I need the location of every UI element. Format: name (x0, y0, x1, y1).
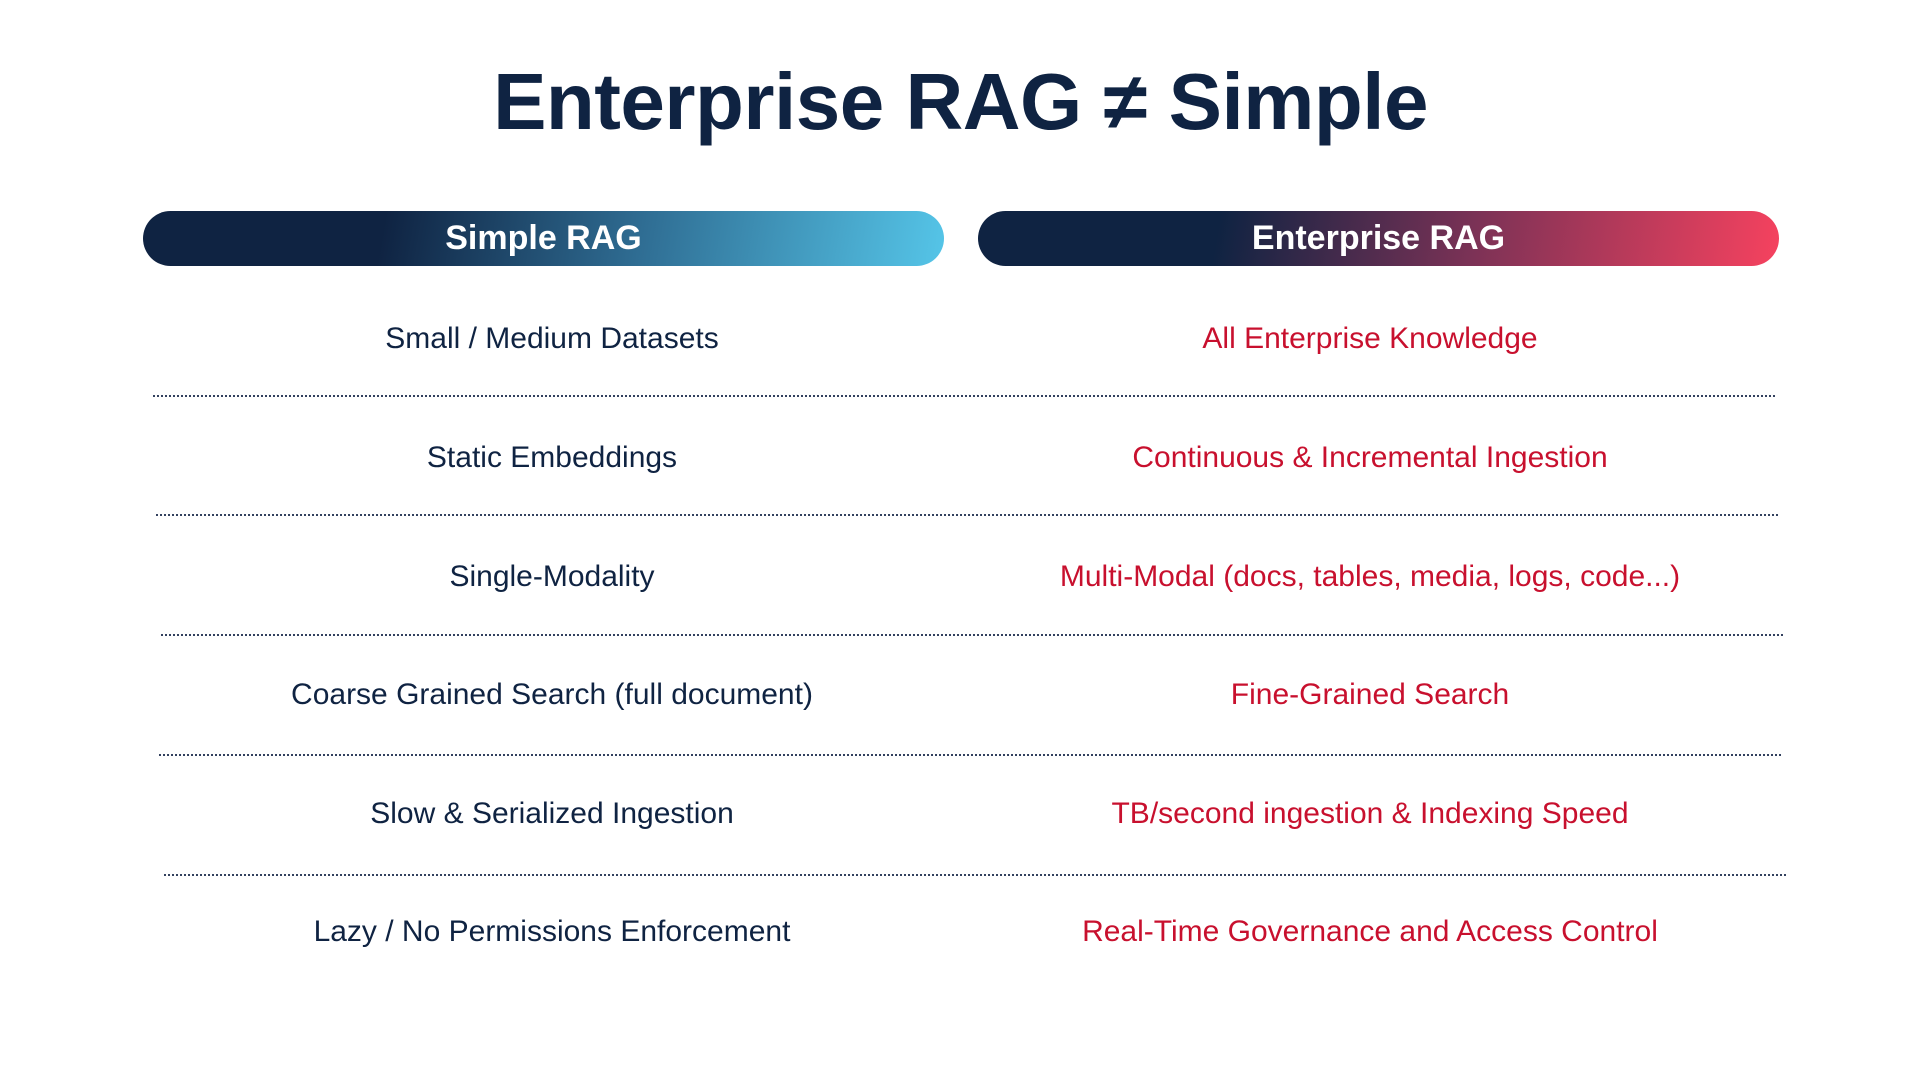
enterprise-rag-item: All Enterprise Knowledge (1202, 322, 1538, 355)
comparison-row: Static Embeddings Continuous & Increment… (143, 428, 1779, 488)
enterprise-rag-item: Continuous & Incremental Ingestion (1132, 441, 1608, 474)
simple-rag-item: Single-Modality (449, 560, 655, 593)
enterprise-rag-item: Multi-Modal (docs, tables, media, logs, … (1059, 560, 1681, 593)
enterprise-rag-item: Fine-Grained Search (1230, 678, 1510, 711)
comparison-row: Small / Medium Datasets All Enterprise K… (143, 309, 1779, 369)
page-title: Enterprise RAG ≠ Simple (493, 57, 1428, 146)
simple-rag-item: Slow & Serialized Ingestion (370, 797, 734, 830)
enterprise-rag-item: Real-Time Governance and Access Control (1082, 915, 1658, 948)
simple-rag-item: Static Embeddings (426, 441, 678, 474)
comparison-row: Slow & Serialized Ingestion TB/second in… (143, 784, 1779, 844)
row-divider (153, 395, 1775, 397)
row-divider (161, 634, 1783, 636)
row-divider (156, 514, 1778, 516)
row-divider (159, 754, 1781, 756)
simple-rag-item: Small / Medium Datasets (385, 322, 719, 355)
comparison-row: Coarse Grained Search (full document) Fi… (143, 665, 1779, 725)
simple-rag-header: Simple RAG (143, 211, 944, 266)
enterprise-rag-item: TB/second ingestion & Indexing Speed (1111, 797, 1629, 830)
row-divider (164, 874, 1786, 876)
enterprise-rag-header: Enterprise RAG (978, 211, 1779, 266)
comparison-row: Lazy / No Permissions Enforcement Real-T… (143, 902, 1779, 962)
simple-rag-item: Coarse Grained Search (full document) (291, 678, 813, 711)
comparison-row: Single-Modality Multi-Modal (docs, table… (143, 547, 1779, 607)
simple-rag-item: Lazy / No Permissions Enforcement (313, 915, 791, 948)
